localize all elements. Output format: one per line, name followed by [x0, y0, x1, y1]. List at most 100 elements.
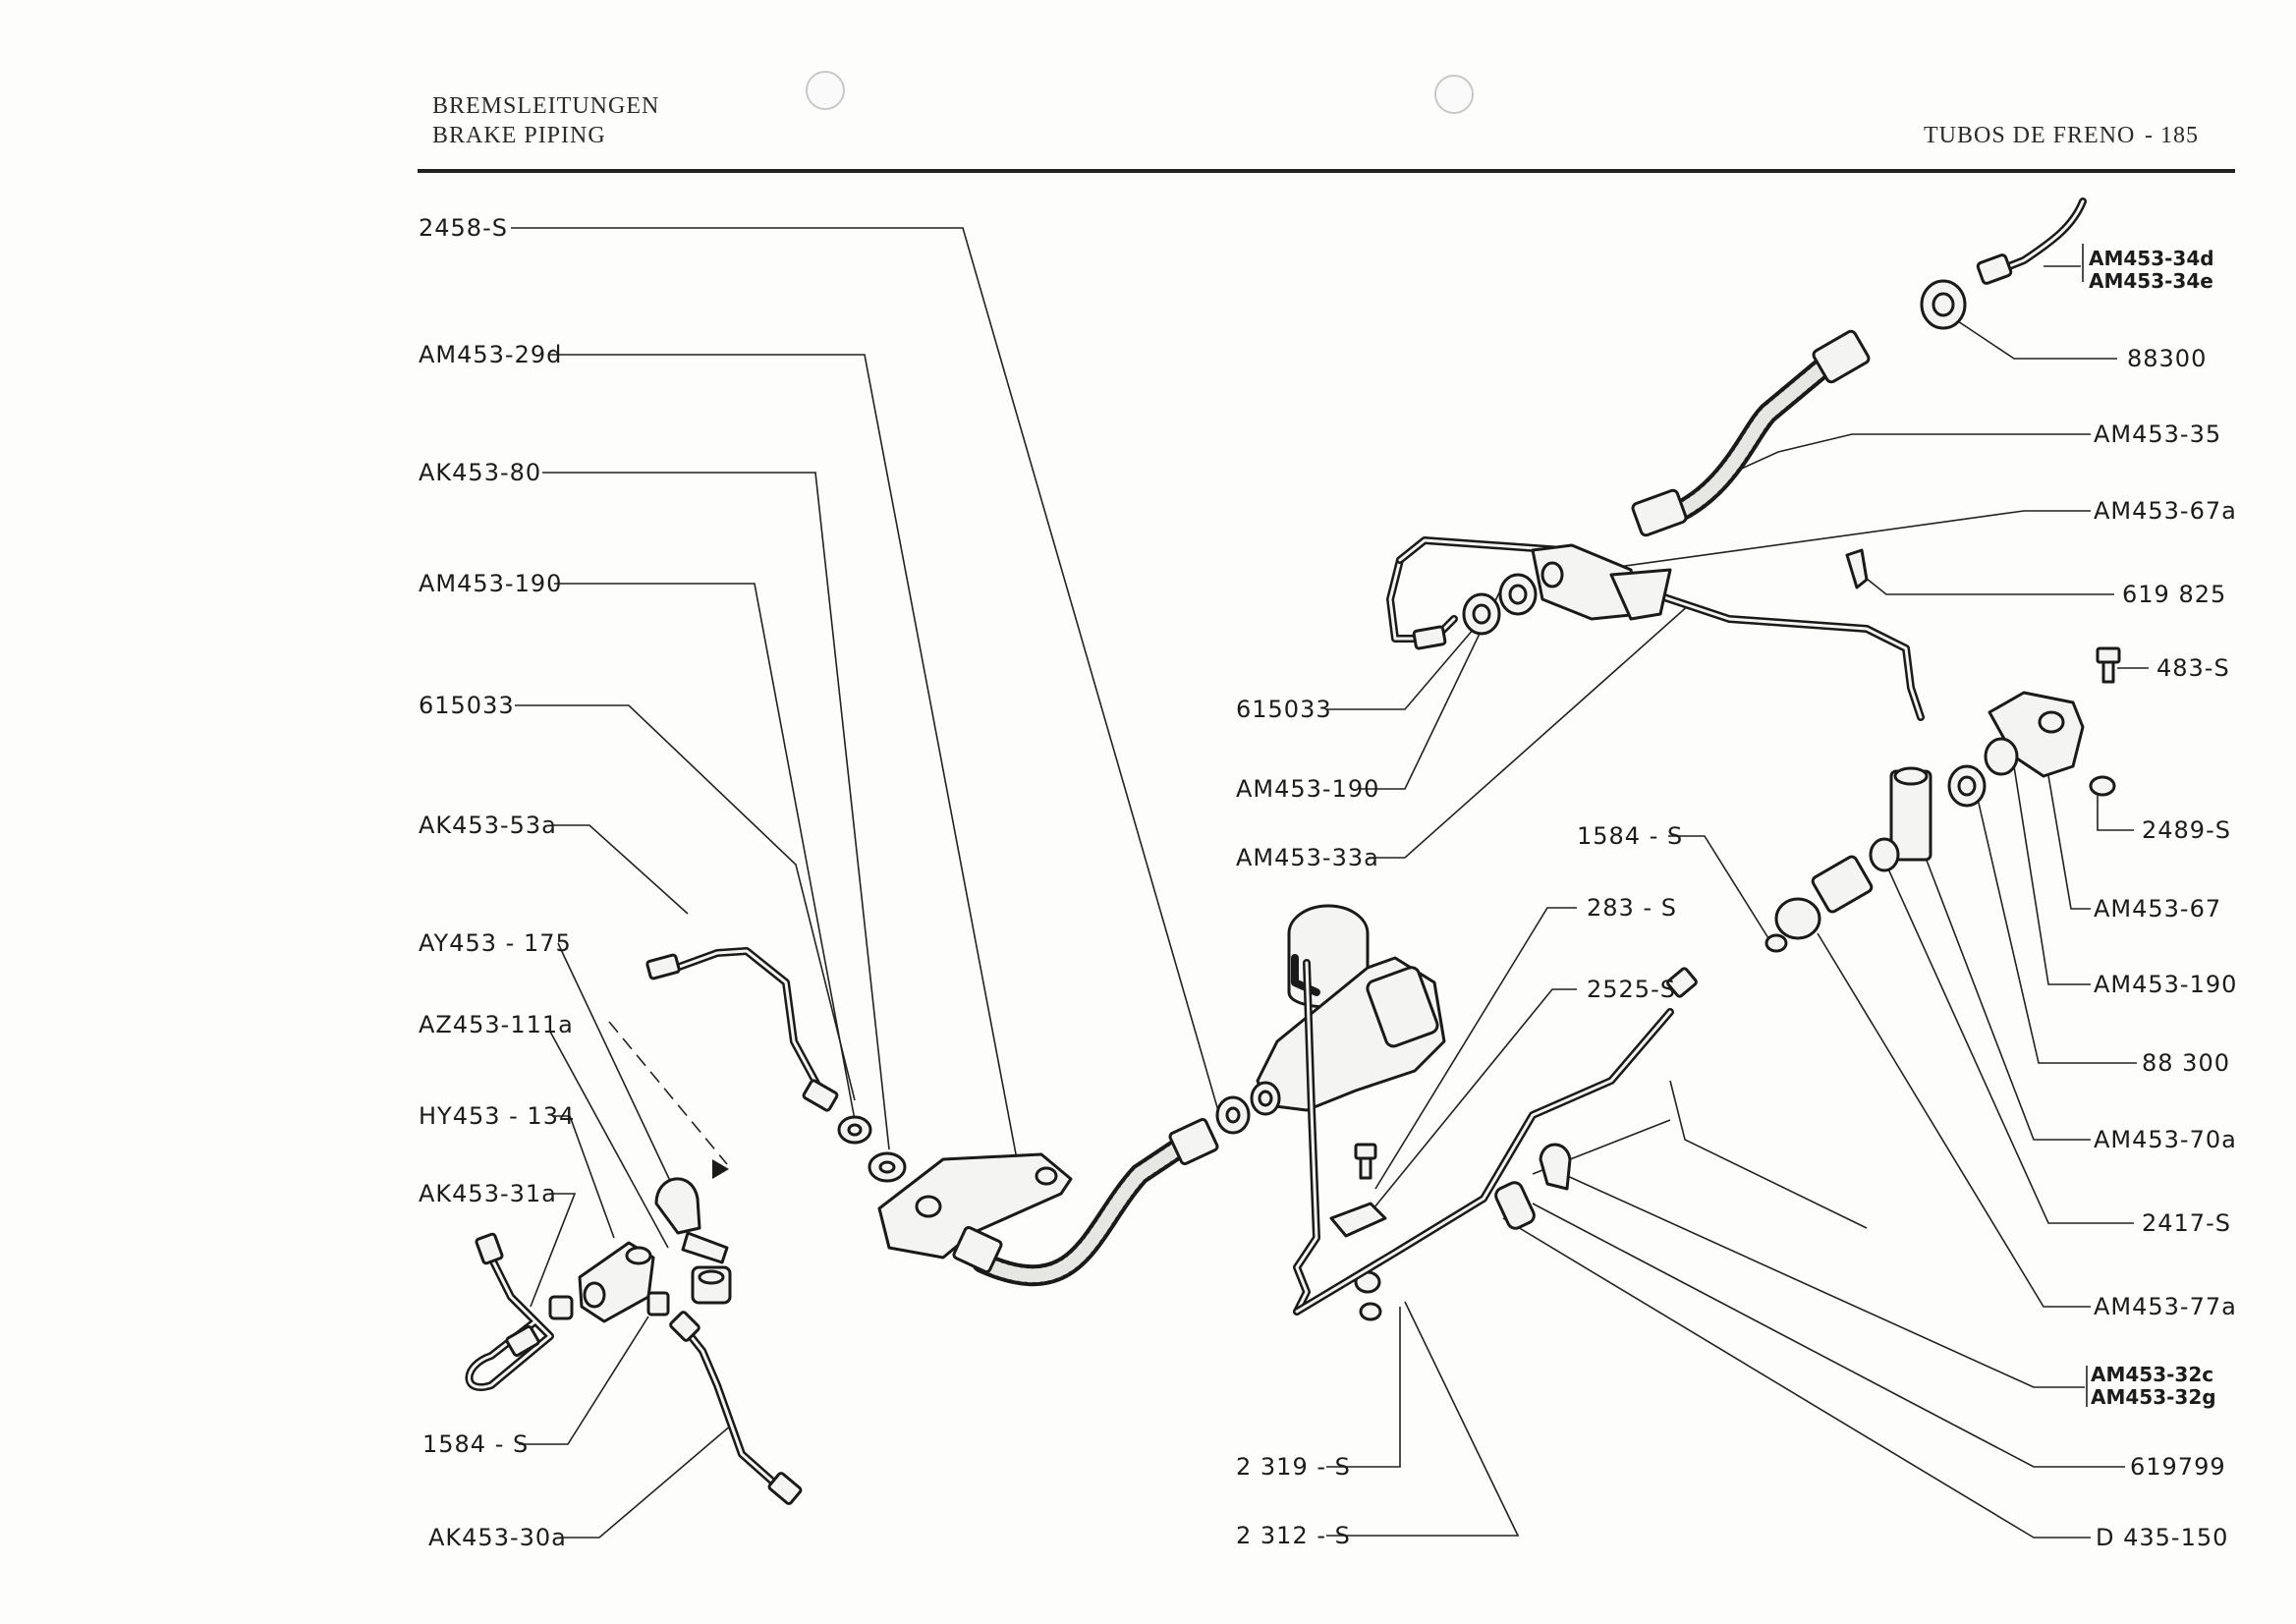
leader-ak453-30a	[560, 1424, 733, 1539]
leader-2458s	[511, 227, 1224, 1129]
leader-619825	[1861, 574, 2114, 595]
part-labels: 2458-S AM453-29d AK453-80 AM453-190 6150…	[419, 214, 2237, 1551]
label-ak453-31a: AK453-31a	[419, 1180, 557, 1207]
leader-am453-67a	[1610, 510, 2091, 569]
washer-am453-190-left	[868, 1151, 907, 1183]
leader-am453-190-right	[2013, 765, 2091, 985]
clip-2525s	[1329, 1202, 1387, 1238]
bolt-283s	[1354, 1143, 1377, 1180]
leader-ay453-175	[557, 942, 689, 1219]
label-2489s: 2489-S	[2142, 816, 2231, 844]
label-am453-70a: AM453-70a	[2094, 1126, 2237, 1153]
label-am453-190-right: AM453-190	[2094, 971, 2237, 998]
brake-pipe-am453-33a-vertical	[1293, 959, 1320, 1316]
brake-clip-ay453-175	[654, 1177, 729, 1264]
leader-am453-77a	[1817, 932, 2091, 1308]
leader-d435-150	[1502, 1217, 2091, 1539]
leader-88300-top	[1954, 318, 2117, 360]
spacer-az453-111a	[691, 1265, 732, 1305]
bracket-ak453-80	[877, 1152, 1073, 1260]
washer-2417s	[1869, 837, 1900, 872]
clip-am453-32	[1539, 1143, 1572, 1191]
label-ak453-53a: AK453-53a	[419, 812, 557, 839]
label-619799: 619799	[2130, 1453, 2226, 1481]
label-88300-top: 88300	[2127, 345, 2207, 372]
label-am453-29d: AM453-29d	[419, 341, 562, 368]
brake-pipe-am453-77a	[1293, 967, 1698, 1316]
label-hy453-134: HY453 - 134	[419, 1102, 575, 1130]
tee-connector-hy453-134	[578, 1241, 655, 1323]
brake-pipe-ak453-30a	[669, 1311, 803, 1505]
header-title-english: BRAKE PIPING	[432, 123, 606, 148]
label-283s: 283 - S	[1587, 894, 1677, 922]
label-am453-33a: AM453-33a	[1236, 844, 1379, 871]
label-am453-190-mid: AM453-190	[1236, 775, 1379, 803]
label-615033-mid: 615033	[1236, 696, 1332, 723]
leader-ak453-80	[542, 472, 890, 1150]
leader-ak453-53a	[552, 824, 689, 915]
label-ak453-80: AK453-80	[419, 459, 541, 486]
label-am453-34e: AM453-34e	[2089, 269, 2213, 293]
union-nut-615033-mid	[1462, 592, 1501, 636]
leader-2489s	[2097, 796, 2134, 831]
leader-am453-32	[1551, 1168, 2085, 1388]
brake-pipe-ak453-31a	[465, 1232, 574, 1391]
label-88300-right: 88 300	[2142, 1049, 2230, 1077]
label-am453-77a: AM453-77a	[2094, 1293, 2237, 1320]
flexible-connector-am453-77a	[1774, 855, 1874, 940]
flexible-hose-am453-35	[1631, 329, 1871, 537]
leader-am453-67	[2043, 746, 2091, 910]
leader-hy453-134	[552, 1115, 615, 1239]
brake-pipe-am453-34	[1976, 197, 2087, 285]
bleed-fitting-mid	[1412, 625, 1447, 650]
brake-pipe-ak453-53a	[645, 947, 839, 1112]
label-az453-111a: AZ453-111a	[419, 1011, 574, 1038]
label-1584s-left: 1584 - S	[422, 1430, 529, 1458]
label-2417s: 2417-S	[2142, 1209, 2231, 1237]
clip-619825	[1845, 548, 1869, 589]
label-am453-67a: AM453-67a	[2094, 497, 2237, 525]
leader-az453-111a	[549, 1025, 669, 1249]
leader-am453-190-mid	[1361, 584, 1504, 790]
leader-283s	[1374, 907, 1577, 1190]
mounting-block-am453-67	[1988, 691, 2085, 778]
label-am453-34d: AM453-34d	[2089, 247, 2214, 270]
label-am453-32g: AM453-32g	[2091, 1385, 2216, 1409]
grommet-619799	[1494, 1181, 1536, 1230]
leader-2312s	[1326, 1301, 1520, 1537]
leader-dashed-clip	[608, 1021, 728, 1165]
leader-88300-right	[1974, 785, 2137, 1064]
brake-pipe-am453-67a	[1386, 536, 1925, 721]
header-title-german: BREMSLEITUNGEN	[432, 93, 660, 119]
nut-88300-top	[1920, 279, 1967, 330]
leader-ak453-31a	[530, 1193, 577, 1308]
leader-am453-33a	[1369, 603, 1691, 859]
leader-619799	[1532, 1203, 2125, 1468]
label-619825: 619 825	[2122, 581, 2226, 608]
leader-am453-70a	[1920, 844, 2091, 1141]
union-nut-615033-left	[837, 1115, 872, 1145]
header-rule	[418, 169, 2235, 173]
leader-1584s-left	[519, 1316, 649, 1445]
label-am453-35: AM453-35	[2094, 420, 2221, 448]
bleed-arrow	[712, 1159, 729, 1179]
label-483s: 483-S	[2156, 654, 2230, 682]
leader-perspective-guide-1	[1669, 1080, 1868, 1229]
leader-615033-left	[515, 704, 856, 1101]
leader-1584s-mid	[1668, 835, 1769, 939]
tee-block-am453-70a	[1889, 766, 1932, 862]
label-2312s: 2 312 - S	[1236, 1522, 1351, 1549]
leader-615033-mid	[1326, 628, 1475, 710]
header-title-spanish: TUBOS DE FRENO	[1924, 123, 2136, 148]
washer-2458s	[1215, 1095, 1251, 1135]
union-nut-1584s-mid	[1764, 933, 1788, 953]
binder-hole-right	[1434, 75, 1474, 114]
nut-2489s	[2089, 775, 2116, 797]
label-d435-150: D 435-150	[2096, 1524, 2228, 1551]
label-615033-left: 615033	[419, 692, 515, 719]
nut-2312s	[1359, 1302, 1382, 1321]
label-2458s: 2458-S	[419, 214, 508, 242]
union-nut-1584s-left	[646, 1291, 670, 1316]
